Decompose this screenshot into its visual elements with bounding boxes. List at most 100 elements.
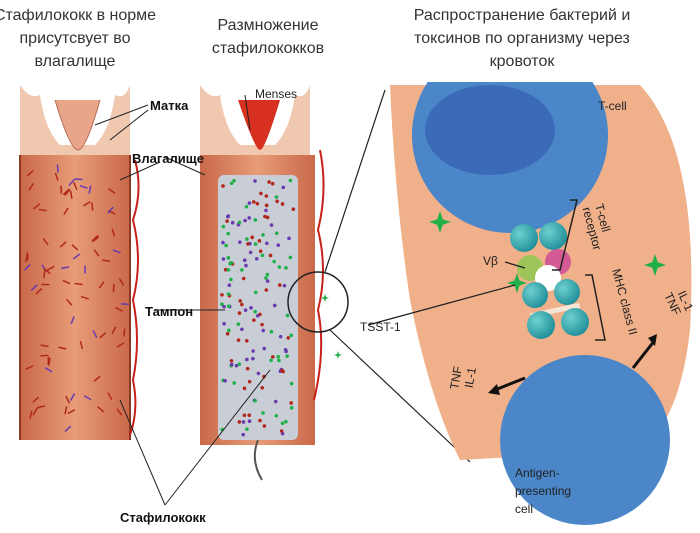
- label-staph: Стафилококк: [120, 510, 206, 525]
- bacterium: [283, 347, 288, 352]
- bacterium: [253, 242, 258, 246]
- bacterium: [226, 304, 231, 308]
- bacterium: [255, 201, 260, 206]
- bacterium: [278, 334, 283, 339]
- bacterium: [264, 194, 269, 198]
- receptor-complex: [510, 222, 589, 339]
- tampon-vagina-illustration: [200, 85, 325, 481]
- bacterium: [102, 259, 111, 263]
- bacterium: [44, 367, 53, 373]
- bacterium: [223, 378, 227, 383]
- tsst-toxin-star: [334, 351, 342, 359]
- bacterium: [282, 283, 287, 288]
- bacterium: [289, 381, 294, 386]
- bacterium: [258, 418, 262, 423]
- bacterium: [264, 288, 269, 292]
- bacterium: [241, 420, 246, 424]
- bacterium: [59, 241, 67, 248]
- bacterium: [240, 327, 244, 332]
- bacterium: [262, 346, 267, 351]
- bacterium: [32, 396, 40, 403]
- bacterium: [93, 249, 100, 257]
- bacterium: [230, 220, 235, 225]
- bacterium: [221, 240, 225, 245]
- tampon-string: [253, 439, 263, 481]
- bacterium: [29, 410, 33, 419]
- bacterium: [270, 181, 275, 186]
- bacterium: [66, 298, 73, 306]
- bacterium: [253, 179, 257, 183]
- bacterium: [58, 346, 67, 350]
- bacterium: [264, 276, 268, 280]
- title-right-line3: кровоток: [490, 53, 556, 70]
- bacterium: [285, 354, 290, 358]
- bacterium: [33, 203, 41, 210]
- bacterium: [43, 270, 46, 279]
- bacterium: [54, 172, 59, 181]
- bacterium: [289, 406, 294, 410]
- bacterium: [229, 362, 234, 367]
- bacterium: [116, 408, 123, 416]
- bacterium: [225, 219, 229, 223]
- bacterium: [65, 395, 71, 404]
- title-middle: Размножение стафилококков: [212, 17, 324, 57]
- bacterium: [229, 181, 234, 186]
- bacterium: [32, 407, 38, 416]
- bacterium: [97, 406, 105, 413]
- bacterium: [277, 358, 281, 363]
- label-apc-1: Antigen-: [515, 466, 560, 480]
- bacterium: [62, 279, 71, 285]
- bacterium: [253, 309, 257, 314]
- bacterium: [43, 267, 51, 275]
- bacterium: [229, 277, 233, 282]
- bacterium: [284, 266, 288, 270]
- bacterium: [248, 250, 253, 255]
- bacterium: [242, 386, 247, 391]
- bacterium: [272, 259, 276, 264]
- bacterium: [64, 188, 71, 196]
- tsst-toxins-small: [321, 294, 342, 359]
- bacterium: [91, 234, 99, 242]
- bacterium: [234, 363, 239, 368]
- bacterium: [68, 178, 75, 186]
- title-left-line3: влагалище: [35, 53, 116, 70]
- bacterium: [241, 432, 246, 437]
- bacterium: [288, 255, 293, 260]
- bacterium: [268, 253, 273, 258]
- bacterium: [71, 244, 79, 251]
- bacterium: [259, 191, 263, 196]
- bacterium: [123, 328, 126, 337]
- bacterium: [26, 170, 34, 177]
- bacterium: [60, 266, 70, 270]
- bacterium: [56, 164, 59, 173]
- bacterium: [107, 392, 113, 401]
- bacterium: [291, 207, 296, 212]
- bacterium: [221, 257, 226, 261]
- bacterium: [251, 356, 255, 361]
- bacterium: [80, 295, 89, 300]
- bloodstream-panel: [390, 82, 692, 525]
- bacterium: [253, 398, 257, 403]
- bacterium: [222, 321, 226, 326]
- bacterium: [46, 265, 55, 271]
- bacterium: [247, 216, 252, 220]
- bacterium: [67, 409, 76, 415]
- title-middle-line1: Размножение: [217, 17, 318, 34]
- bacterium: [83, 201, 91, 207]
- bacterium: [223, 267, 228, 272]
- bacterium: [243, 308, 248, 312]
- bacterium: [261, 233, 265, 237]
- bacterium: [111, 228, 116, 237]
- bacterium: [227, 283, 232, 287]
- bacterium: [40, 354, 49, 357]
- bacterium: [240, 302, 244, 307]
- bacterium: [83, 395, 92, 401]
- bacterium: [30, 284, 38, 292]
- bacterium: [116, 342, 125, 348]
- bacterium: [289, 333, 294, 338]
- tsst-toxin-star: [429, 211, 451, 233]
- bacterium: [249, 306, 253, 310]
- bacterium: [251, 200, 256, 204]
- bacterium: [88, 185, 92, 194]
- bacterium: [79, 340, 84, 350]
